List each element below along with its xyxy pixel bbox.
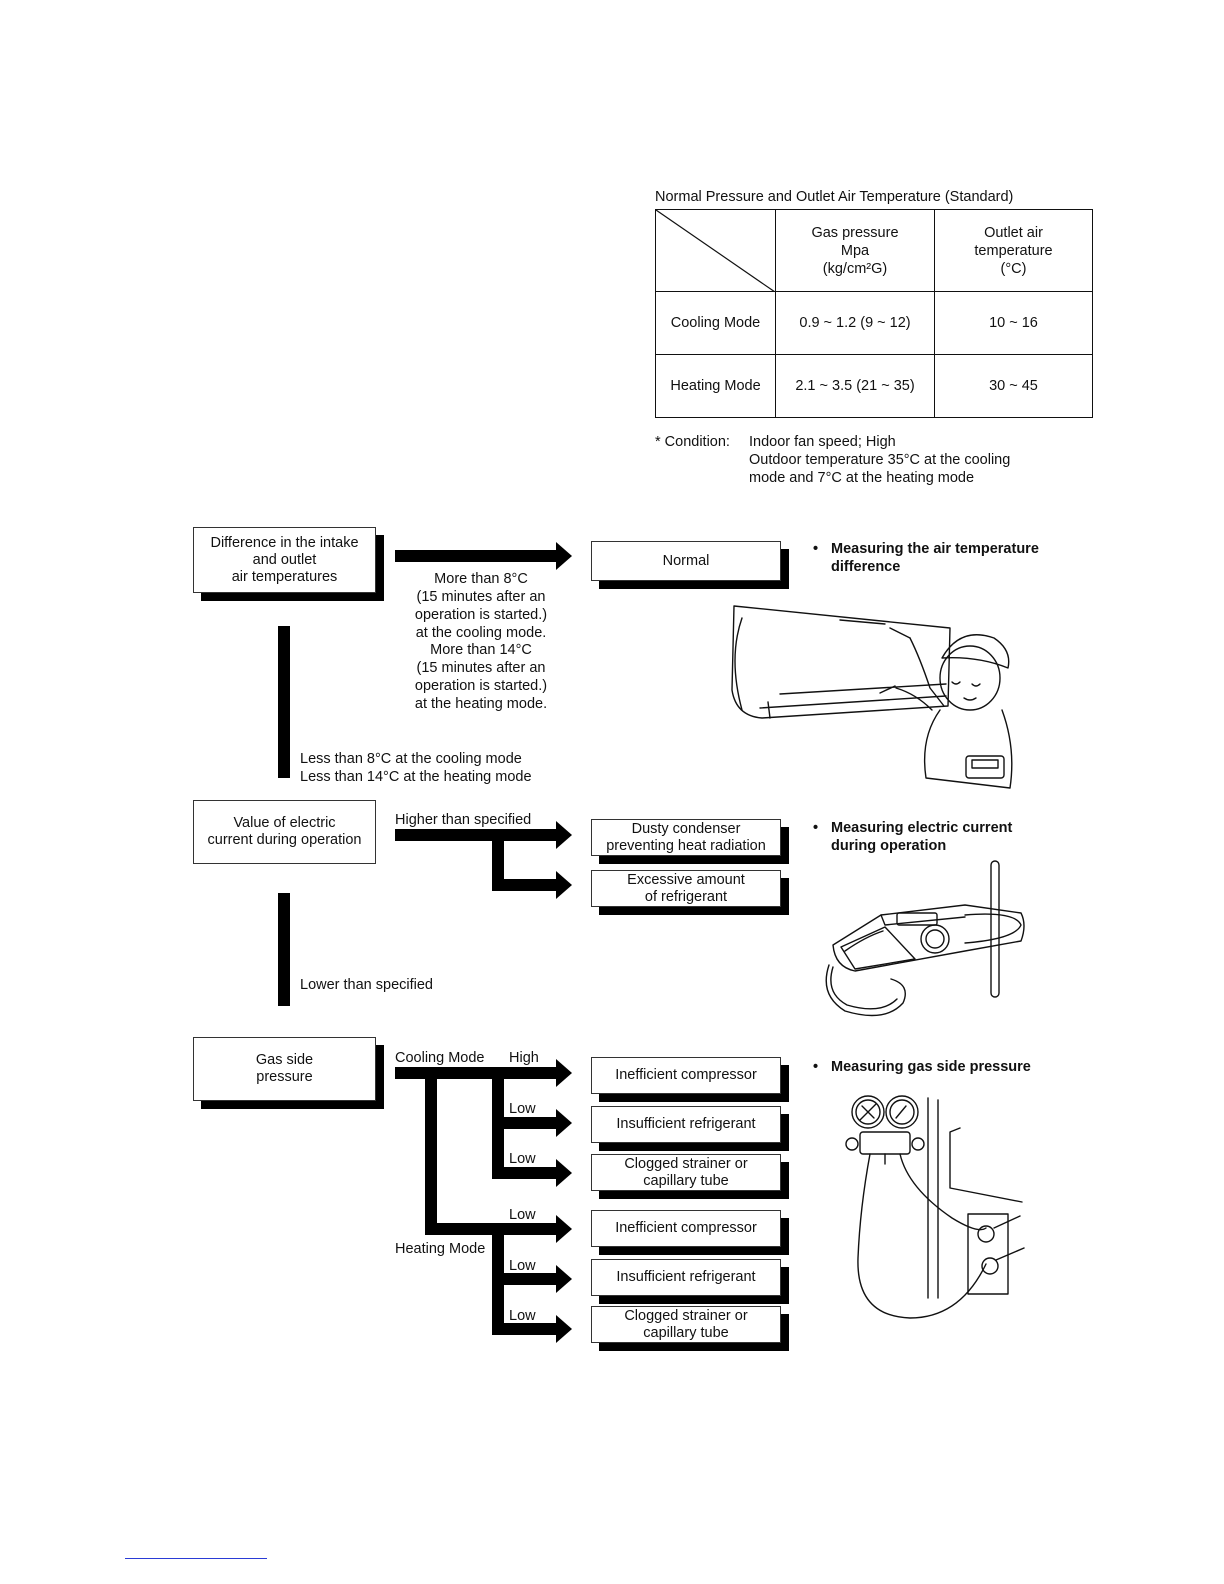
row-pressure: 0.9 ~ 1.2 (9 ~ 12) [775, 291, 935, 355]
down-condition-line: Less than 8°C at the cooling mode [300, 751, 522, 767]
gas-side-pressure-box: Gas side pressure [193, 1037, 376, 1101]
down-condition-line: Less than 14°C at the heating mode [300, 769, 532, 785]
low-label: Low [509, 1258, 536, 1274]
result-box: Clogged strainer or capillary tube [591, 1154, 781, 1191]
down-bar [278, 626, 290, 778]
result-box: Inefficient compressor [591, 1210, 781, 1247]
result-box: Inefficient compressor [591, 1057, 781, 1094]
condition-line: Indoor fan speed; High [749, 434, 896, 450]
heating-mode-label: Heating Mode [395, 1241, 486, 1257]
arrow-condition-line: operation is started.) [414, 678, 548, 694]
condition-line: mode and 7°C at the heating mode [749, 470, 975, 486]
arrow-condition-line: (15 minutes after an [416, 660, 546, 676]
excessive-refrigerant-box: Excessive amount of refrigerant [591, 870, 781, 907]
low-label: Low [509, 1308, 536, 1324]
header-gas-pressure: Gas pressure Mpa (kg/cm²G) [775, 209, 935, 292]
diagonal-cell [655, 209, 776, 292]
result-box: Insufficient refrigerant [591, 1106, 781, 1143]
gauge-manifold-illustration [845, 1095, 1025, 1319]
low-label: Low [509, 1207, 536, 1223]
row-pressure: 2.1 ~ 3.5 (21 ~ 35) [775, 354, 935, 418]
electric-current-box: Value of electric current during operati… [193, 800, 376, 864]
clamp-meter-illustration [825, 860, 1025, 1017]
table-caption: Normal Pressure and Outlet Air Temperatu… [655, 189, 1014, 205]
intake-outlet-diff-box: Difference in the intake and outlet air … [193, 527, 376, 593]
row-temp: 30 ~ 45 [934, 354, 1093, 418]
technician-ac-illustration [731, 605, 1013, 789]
arrow-condition-line: More than 14°C [430, 642, 532, 658]
dusty-condenser-box: Dusty condenser preventing heat radiatio… [591, 819, 781, 856]
high-label: High [509, 1050, 539, 1066]
higher-than-specified-label: Higher than specified [395, 812, 532, 828]
note-gas-pressure: Measuring gas side pressure [813, 1058, 1031, 1076]
arrow-condition-line: (15 minutes after an [416, 589, 546, 605]
arrow-condition-line: More than 8°C [434, 571, 528, 587]
lower-than-specified-label: Lower than specified [300, 977, 433, 993]
result-box: Insufficient refrigerant [591, 1259, 781, 1296]
normal-result-box: Normal [591, 541, 781, 581]
header-outlet-temp: Outlet air temperature (°C) [934, 209, 1093, 292]
note-electric-current: Measuring electric current during operat… [813, 819, 1012, 855]
note-air-temp: Measuring the air temperature difference [813, 540, 1039, 576]
low-label: Low [509, 1151, 536, 1167]
arrow-condition-line: at the cooling mode. [415, 625, 547, 641]
pressure-table: Gas pressure Mpa (kg/cm²G) Outlet air te… [655, 209, 1093, 418]
diagonal-line [656, 210, 775, 292]
condition-label: * Condition: [655, 434, 730, 450]
arrow-condition-line: at the heating mode. [414, 696, 548, 712]
row-mode: Heating Mode [655, 354, 776, 418]
footer-link-line [125, 1558, 267, 1559]
arrow-condition-line: operation is started.) [414, 607, 548, 623]
row-temp: 10 ~ 16 [934, 291, 1093, 355]
arrow-shaft [395, 550, 557, 562]
cooling-mode-label: Cooling Mode [395, 1050, 485, 1066]
condition-line: Outdoor temperature 35°C at the cooling [749, 452, 1011, 468]
result-box: Clogged strainer or capillary tube [591, 1306, 781, 1343]
arrow-head [556, 542, 572, 570]
low-label: Low [509, 1101, 536, 1117]
row-mode: Cooling Mode [655, 291, 776, 355]
